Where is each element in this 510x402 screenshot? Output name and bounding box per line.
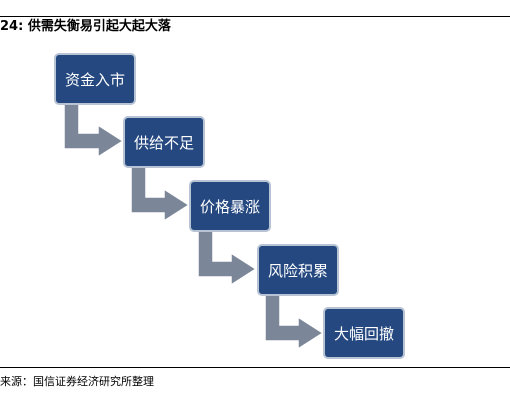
step-label-2: 供给不足 [134, 134, 194, 152]
source-note: 来源：国信证券经济研究所整理 [0, 375, 154, 388]
step-box-3: 价格暴涨 [189, 180, 271, 232]
step-label-5: 大幅回撤 [334, 325, 394, 343]
step-label-1: 资金入市 [65, 71, 125, 89]
step-label-3: 价格暴涨 [200, 198, 260, 216]
step-box-5: 大幅回撤 [323, 307, 405, 359]
step-box-2: 供给不足 [123, 116, 205, 168]
bottom-rule [0, 367, 510, 368]
step-box-4: 风险积累 [257, 244, 339, 296]
step-label-4: 风险积累 [268, 262, 328, 280]
connector-arrow-3 [197, 230, 258, 287]
connector-arrow-4 [264, 294, 325, 351]
connector-arrow-1 [63, 102, 125, 159]
top-rule [0, 16, 510, 17]
connector-arrow-2 [130, 166, 191, 223]
step-box-1: 资金入市 [54, 53, 136, 105]
figure-title: 24: 供需失衡易引起大起大落 [0, 19, 171, 34]
